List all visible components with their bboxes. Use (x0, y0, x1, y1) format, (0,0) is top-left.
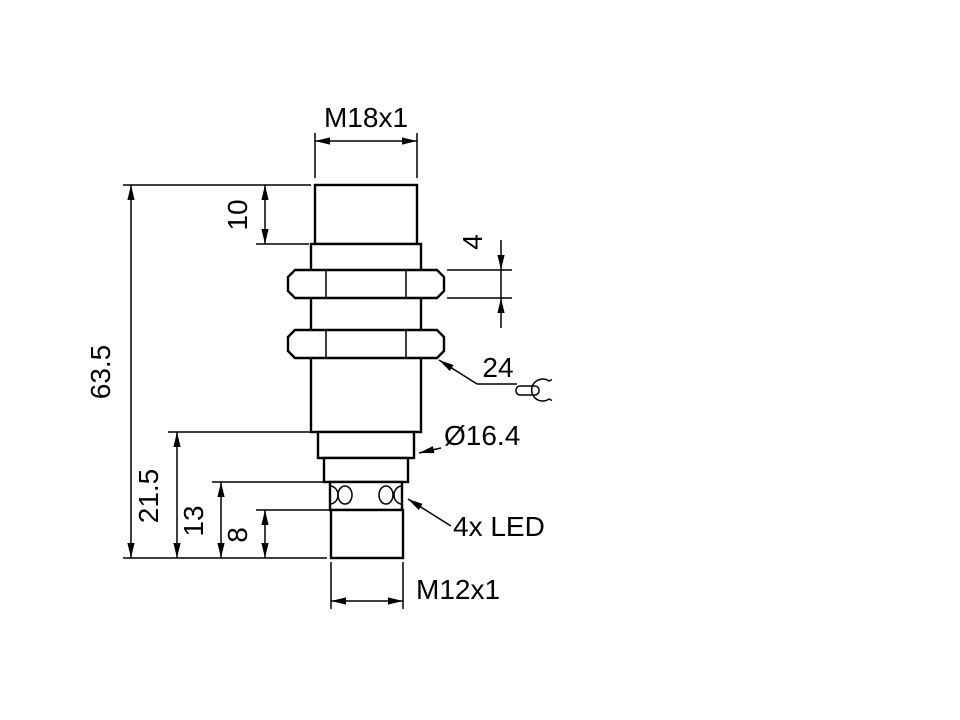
label-8: 8 (222, 527, 253, 543)
sensor-step-1 (316, 430, 416, 460)
label-4: 4 (457, 234, 488, 250)
label-10: 10 (222, 199, 253, 230)
hex-nut-upper (286, 268, 446, 300)
open-end-wrench-icon (515, 378, 553, 402)
sensor-step-2 (322, 456, 410, 484)
dimension-labels: M18x1 10 4 63.5 21.5 13 8 24 Ø16.4 4x LE… (85, 102, 545, 605)
led-window-edge-left (329, 485, 339, 505)
led-window-2 (378, 485, 394, 505)
led-window-edge-right (393, 485, 403, 505)
leader-24 (438, 359, 478, 385)
dimension-lines (123, 133, 553, 609)
label-diameter: Ø16.4 (444, 420, 520, 451)
hex-nut-lower (286, 328, 446, 360)
sensor-body (286, 183, 446, 560)
label-13: 13 (178, 505, 209, 536)
wrench-jaw (530, 378, 553, 402)
leader-led (407, 498, 452, 527)
sensor-top-section (313, 183, 419, 246)
m12-connector (329, 508, 405, 560)
label-21-5: 21.5 (133, 469, 164, 524)
label-63-5: 63.5 (85, 345, 116, 400)
label-m12: M12x1 (416, 574, 500, 605)
label-m18: M18x1 (324, 102, 408, 133)
leader-diameter (418, 446, 442, 454)
led-ring-band (328, 480, 404, 512)
label-24: 24 (482, 352, 513, 383)
wrench-handle (515, 385, 540, 396)
label-led: 4x LED (453, 511, 545, 542)
